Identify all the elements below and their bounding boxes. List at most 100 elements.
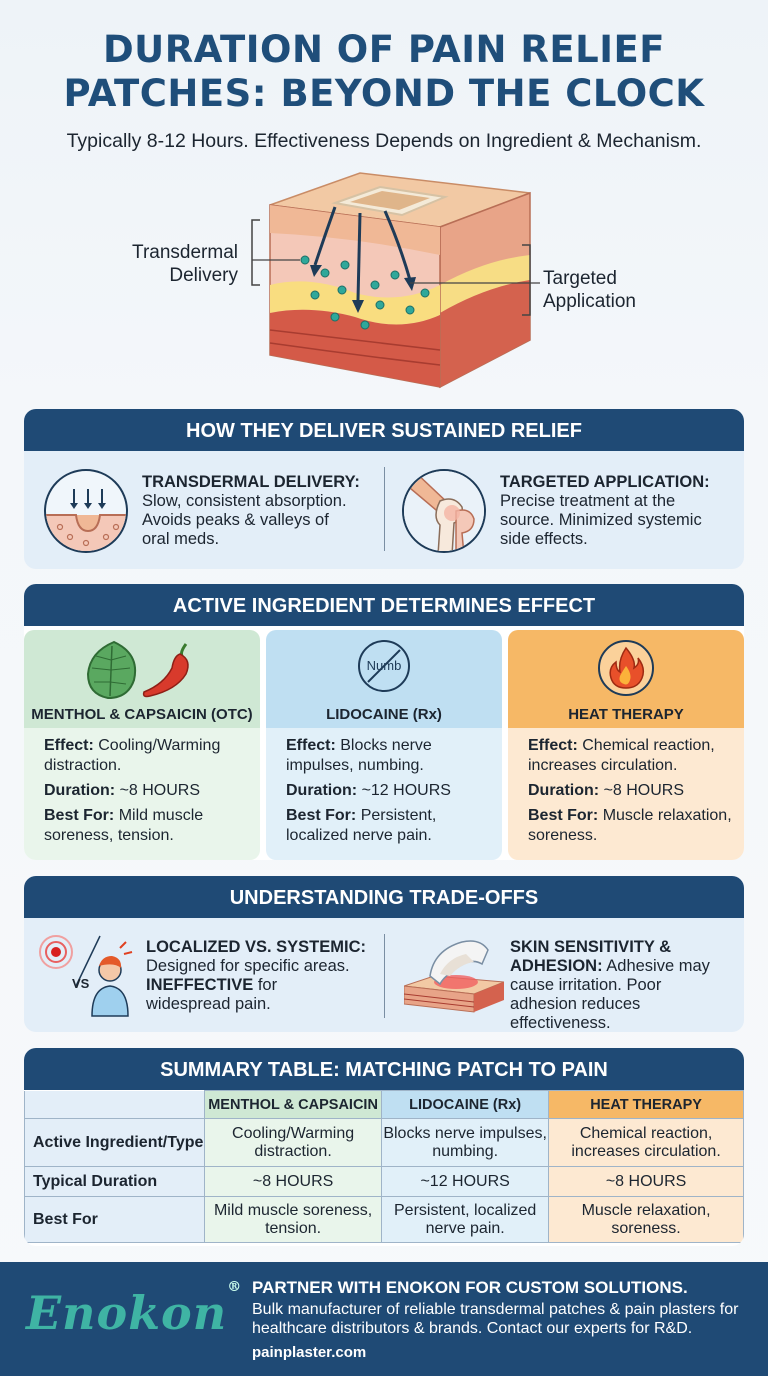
localized-vs-systemic-icon	[39, 935, 133, 1017]
ingredient-card-menthol-capsaicin: MENTHOL & CAPSAICIN (OTC) Effect: Coolin…	[24, 630, 260, 860]
label-line: Application	[543, 291, 636, 312]
label-line: Delivery	[169, 265, 238, 286]
feature-line: Designed for specific areas.	[146, 957, 350, 975]
table-cell: ~8 HOURS	[548, 1166, 744, 1197]
duration-label: Duration:	[528, 782, 600, 799]
feature-line: widespread pain.	[146, 995, 271, 1013]
page-subtitle: Typically 8-12 Hours. Effectiveness Depe…	[66, 130, 702, 152]
table-cell: ~8 HOURS	[203, 1166, 383, 1197]
footer-description: Bulk manufacturer of reliable transderma…	[252, 1301, 739, 1337]
table-row: Typical Duration ~8 HOURS ~12 HOURS ~8 H…	[24, 1166, 744, 1197]
effect-label: Effect:	[286, 737, 336, 754]
table-cell: Persistent, localized nerve pain.	[381, 1196, 550, 1243]
table-row: Active Ingredient/Type Cooling/Warming d…	[24, 1118, 744, 1167]
best-for-value: Persistent, localized nerve pain.	[286, 807, 437, 844]
ineffective-text: INEFFECTIVE	[146, 976, 254, 994]
column-header: LIDOCAINE (Rx)	[381, 1090, 550, 1119]
mint-leaf-and-chili-icon	[86, 640, 189, 700]
card-name: MENTHOL & CAPSAICIN (OTC)	[31, 706, 253, 723]
section-divider	[384, 934, 385, 1018]
feature-line: adhesion reduces	[510, 995, 641, 1013]
feature-line: side effects.	[500, 530, 588, 548]
table-header-row: MENTHOL & CAPSAICIN LIDOCAINE (Rx) HEAT …	[24, 1090, 744, 1119]
tradeoffs-heading: UNDERSTANDING TRADE-OFFS	[24, 876, 744, 918]
transdermal-delivery-text: TRANSDERMAL DELIVERY: Slow, consistent a…	[142, 473, 382, 549]
tradeoffs-section: UNDERSTANDING TRADE-OFFS VS LOCALIZED VS…	[24, 876, 744, 1032]
footer-url-link[interactable]: painplaster.com	[252, 1344, 367, 1361]
effect-value: Blocks nerve impulses, numbing.	[286, 737, 432, 774]
summary-heading: SUMMARY TABLE: MATCHING PATCH TO PAIN	[24, 1048, 744, 1090]
feature-line: oral meds.	[142, 530, 220, 548]
label-line: Targeted	[543, 268, 617, 289]
knee-joint-icon	[402, 469, 486, 553]
table-cell: Mild muscle soreness, tension.	[203, 1196, 383, 1243]
targeted-application-label: Targeted Application	[543, 267, 673, 313]
best-for-label: Best For:	[286, 807, 357, 824]
duration-label: Duration:	[286, 782, 358, 799]
column-header: HEAT THERAPY	[548, 1090, 744, 1119]
effect-label: Effect:	[528, 737, 578, 754]
table-cell: Muscle relaxation, soreness.	[548, 1196, 744, 1243]
best-for-value: Mild muscle soreness, tension.	[44, 807, 204, 844]
feature-title: SKIN SENSITIVITY &	[510, 938, 672, 956]
row-header: Typical Duration	[24, 1166, 205, 1197]
row-header: Best For	[24, 1196, 205, 1243]
row-header: Active Ingredient/Type	[24, 1118, 205, 1167]
best-for-label: Best For:	[528, 807, 599, 824]
feature-title: LOCALIZED VS. SYSTEMIC:	[146, 938, 367, 956]
ingredients-heading: ACTIVE INGREDIENT DETERMINES EFFECT	[24, 584, 744, 626]
title-line-1: DURATION OF PAIN RELIEF	[102, 28, 666, 71]
targeted-application-text: TARGETED APPLICATION: Precise treatment …	[500, 473, 740, 549]
section-divider	[384, 467, 385, 551]
vs-text: VS	[72, 976, 90, 991]
card-name: LIDOCAINE (Rx)	[326, 706, 442, 723]
delivery-heading: HOW THEY DELIVER SUSTAINED RELIEF	[24, 409, 744, 451]
footer-title: PARTNER WITH ENOKON FOR CUSTOM SOLUTIONS…	[252, 1278, 688, 1297]
feature-title: TARGETED APPLICATION:	[500, 473, 710, 491]
feature-line: for	[253, 976, 278, 994]
ingredients-section: ACTIVE INGREDIENT DETERMINES EFFECT MENT…	[24, 584, 744, 860]
delivery-section: HOW THEY DELIVER SUSTAINED RELIEF TRANSD…	[24, 409, 744, 569]
skin-patch-irritation-icon	[404, 940, 504, 1013]
transdermal-delivery-label: Transdermal Delivery	[110, 241, 238, 287]
registered-mark: ®	[227, 1278, 243, 1295]
flame-icon	[598, 640, 654, 696]
skin-cross-section-illustration	[251, 172, 540, 389]
title-line-2: PATCHES: BEYOND THE CLOCK	[63, 72, 705, 115]
feature-title: TRANSDERMAL DELIVERY:	[142, 473, 360, 491]
hero-illustration: Transdermal Delivery Targeted Applicatio…	[110, 165, 670, 395]
no-numb-icon: Numb	[358, 640, 410, 692]
table-corner-cell	[24, 1090, 205, 1119]
label-line: Transdermal	[132, 242, 238, 263]
localized-vs-systemic-text: LOCALIZED VS. SYSTEMIC: Designed for spe…	[146, 938, 382, 1014]
ingredient-card-lidocaine: Numb LIDOCAINE (Rx) Effect: Blocks nerve…	[266, 630, 502, 860]
table-cell: Chemical reaction, increases circulation…	[548, 1118, 744, 1167]
effect-value: Cooling/Warming distraction.	[44, 737, 221, 774]
skin-sensitivity-text: SKIN SENSITIVITY & ADHESION: Adhesive ma…	[510, 938, 742, 1032]
summary-section: SUMMARY TABLE: MATCHING PATCH TO PAIN ME…	[24, 1048, 744, 1246]
card-name: HEAT THERAPY	[568, 706, 684, 723]
best-for-label: Best For:	[44, 807, 115, 824]
brand-name: Enokon	[26, 1286, 228, 1340]
feature-line: Adhesive may	[602, 957, 710, 975]
table-cell: Blocks nerve impulses, numbing.	[381, 1118, 550, 1167]
feature-title: ADHESION:	[510, 957, 603, 975]
feature-line: cause irritation. Poor	[510, 976, 662, 994]
duration-label: Duration:	[44, 782, 116, 799]
table-row: Best For Mild muscle soreness, tension. …	[24, 1196, 744, 1243]
column-header: MENTHOL & CAPSAICIN	[203, 1090, 383, 1119]
feature-line: effectiveness.	[510, 1014, 611, 1032]
footer: Enokon® PARTNER WITH ENOKON FOR CUSTOM S…	[0, 1262, 768, 1376]
duration-value: ~8 HOURS	[119, 782, 201, 799]
page-title: DURATION OF PAIN RELIEF PATCHES: BEYOND …	[0, 28, 768, 116]
ingredient-card-heat-therapy: HEAT THERAPY Effect: Chemical reaction, …	[508, 630, 744, 860]
effect-value: Chemical reaction, increases circulation…	[528, 737, 715, 774]
summary-table: MENTHOL & CAPSAICIN LIDOCAINE (Rx) HEAT …	[24, 1090, 744, 1243]
brand-logo[interactable]: Enokon®	[26, 1279, 242, 1340]
best-for-value: Muscle relaxation, soreness.	[528, 807, 732, 844]
feature-line: Precise treatment at the	[500, 492, 676, 510]
feature-line: Avoids peaks & valleys of	[142, 511, 329, 529]
table-cell: ~12 HOURS	[381, 1166, 550, 1197]
duration-value: ~8 HOURS	[603, 782, 685, 799]
feature-line: Slow, consistent absorption.	[142, 492, 347, 510]
